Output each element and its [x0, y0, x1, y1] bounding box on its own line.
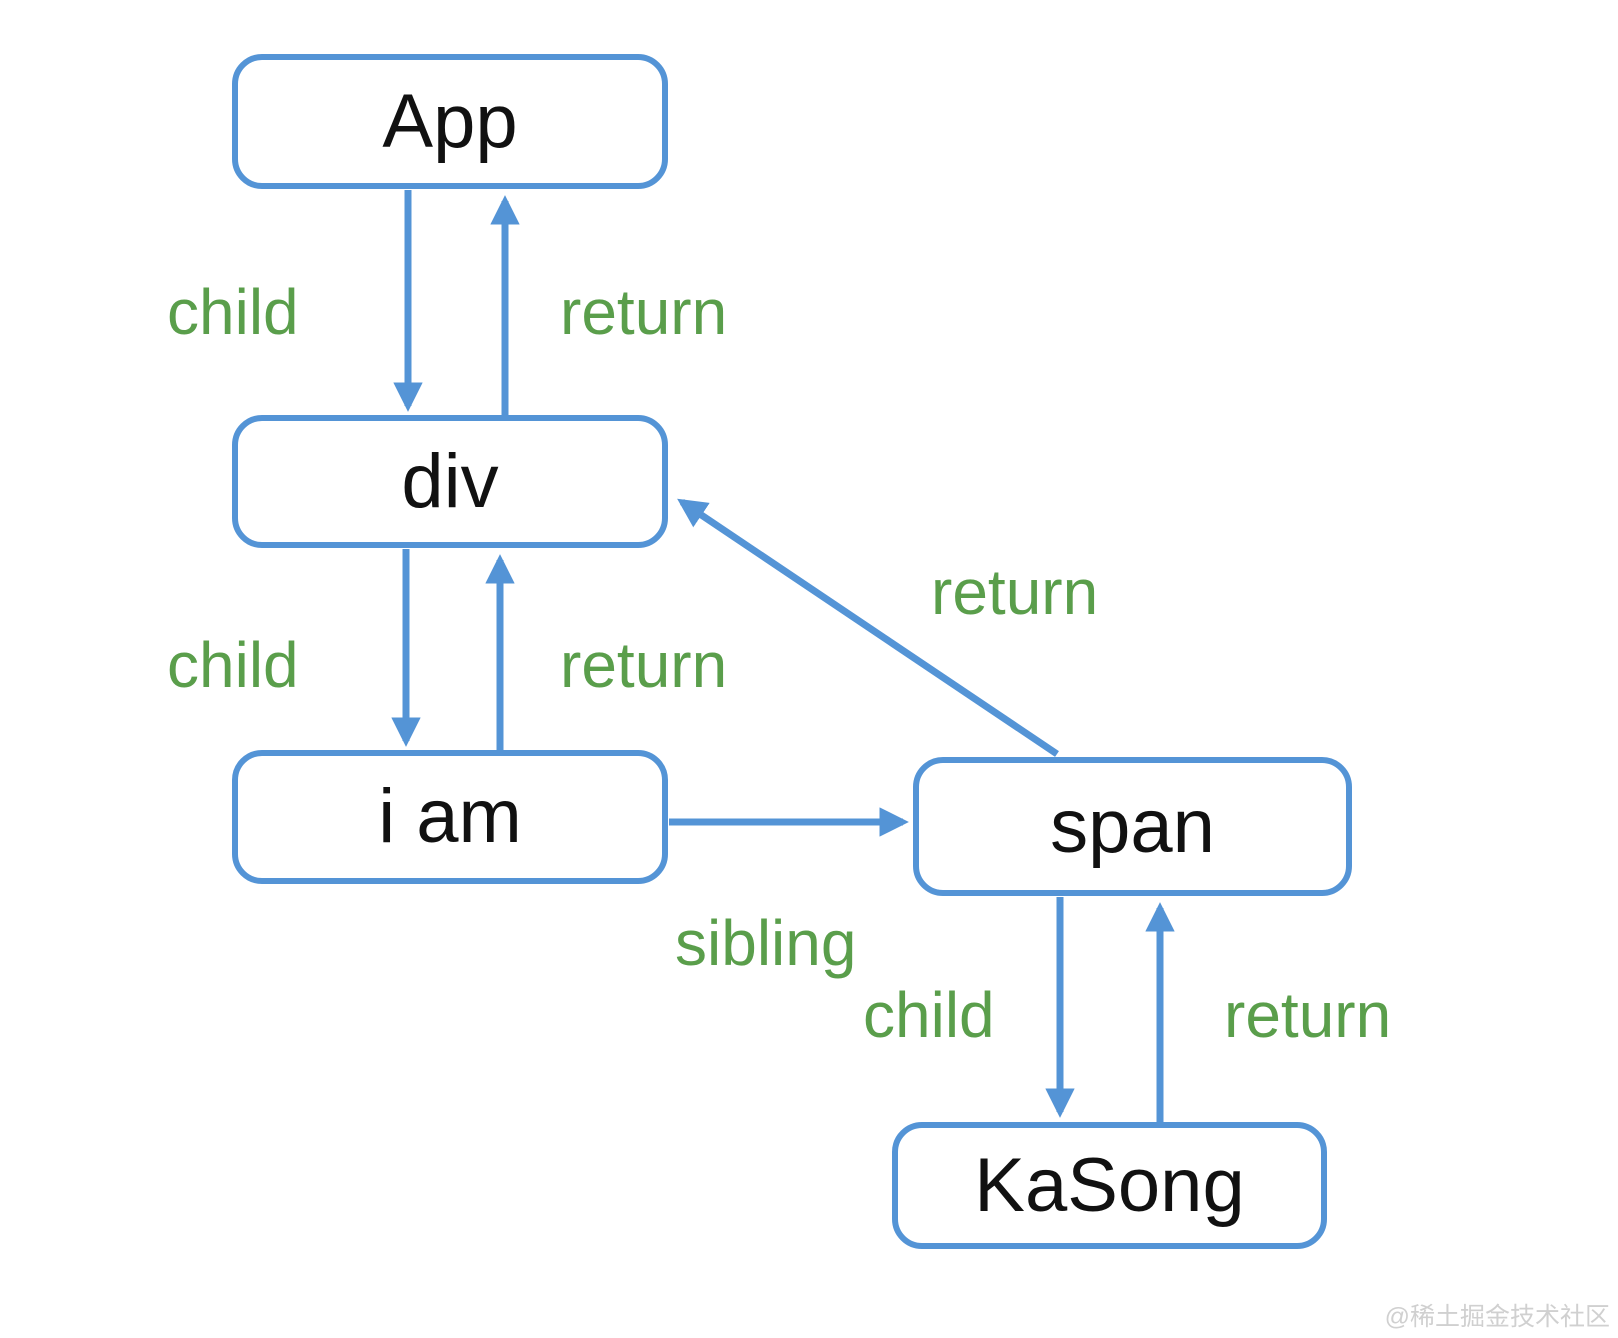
node-kasong-label: KaSong — [974, 1142, 1245, 1228]
edge-label-child-app-div: child — [167, 276, 299, 348]
node-app-label: App — [382, 78, 518, 164]
node-span: span — [913, 757, 1352, 896]
edge-label-child-div-iam: child — [167, 629, 299, 701]
node-div-label: div — [401, 438, 499, 524]
watermark-text: @稀土掘金技术社区 — [1384, 1303, 1610, 1331]
edge-label-return-iam-div: return — [560, 629, 728, 701]
node-iam-label: i am — [378, 774, 522, 859]
edge-label-sibling-iam-span: sibling — [675, 907, 857, 979]
edge-label-return-div-app: return — [560, 276, 728, 348]
node-span-label: span — [1050, 783, 1215, 869]
node-app: App — [232, 54, 668, 189]
edge-label-child-span-kasong: child — [863, 979, 995, 1051]
edge-label-return-span-div: return — [931, 556, 1099, 628]
node-kasong: KaSong — [892, 1122, 1327, 1249]
node-div: div — [232, 415, 668, 548]
edge-label-return-kasong-span: return — [1224, 979, 1392, 1051]
node-iam: i am — [232, 750, 668, 884]
edge-return-span-to-div — [677, 498, 1059, 757]
